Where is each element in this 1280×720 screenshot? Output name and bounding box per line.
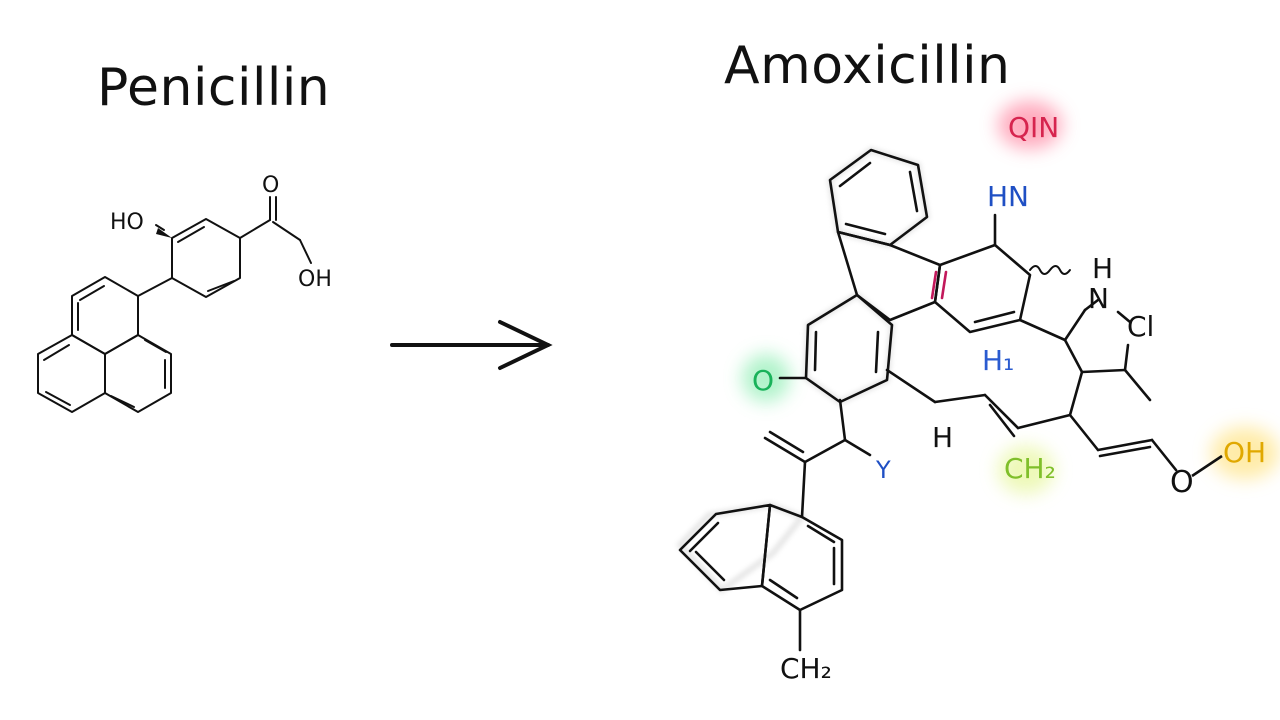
n-label: N — [1088, 282, 1109, 315]
qin-highlight — [998, 101, 1062, 149]
amoxicillin-structure — [678, 148, 1178, 652]
penicillin-o-label: O — [262, 173, 279, 198]
penicillin-oh-label: OH — [298, 267, 332, 292]
oxygen-left-label: O — [752, 364, 774, 397]
oh-highlight — [1211, 427, 1279, 479]
penicillin-ring-top — [71, 276, 139, 355]
penicillin-ring-left — [37, 334, 106, 413]
penicillin-ring-upper — [171, 218, 241, 298]
oh-label: OH — [1223, 436, 1266, 469]
ch2-highlight — [998, 446, 1054, 494]
h-top-label: H — [1092, 252, 1113, 285]
oxygen-highlight — [742, 354, 790, 402]
penicillin-structure — [37, 196, 312, 413]
y-label: Y — [875, 456, 891, 484]
h1-label: H₁ — [982, 344, 1014, 377]
amoxicillin-title: Amoxicillin — [724, 36, 1011, 96]
penicillin-ho-label: HO — [110, 210, 144, 235]
penicillin-title: Penicillin — [97, 58, 331, 118]
cl-label: Cl — [1127, 310, 1154, 343]
ch2-mid-label: CH₂ — [1004, 452, 1056, 485]
ch2-bottom-label: CH₂ — [780, 652, 832, 685]
reaction-arrow — [390, 320, 553, 370]
h-mid-label: H — [932, 421, 953, 454]
qin-label: QIN — [1008, 111, 1059, 144]
amox-ring-middle — [836, 230, 942, 322]
amox-ring-bottom-left — [678, 503, 772, 592]
hn-label: HN — [987, 180, 1029, 213]
oxygen-right-label: O — [1170, 465, 1194, 500]
penicillin-ring-right — [104, 334, 172, 413]
